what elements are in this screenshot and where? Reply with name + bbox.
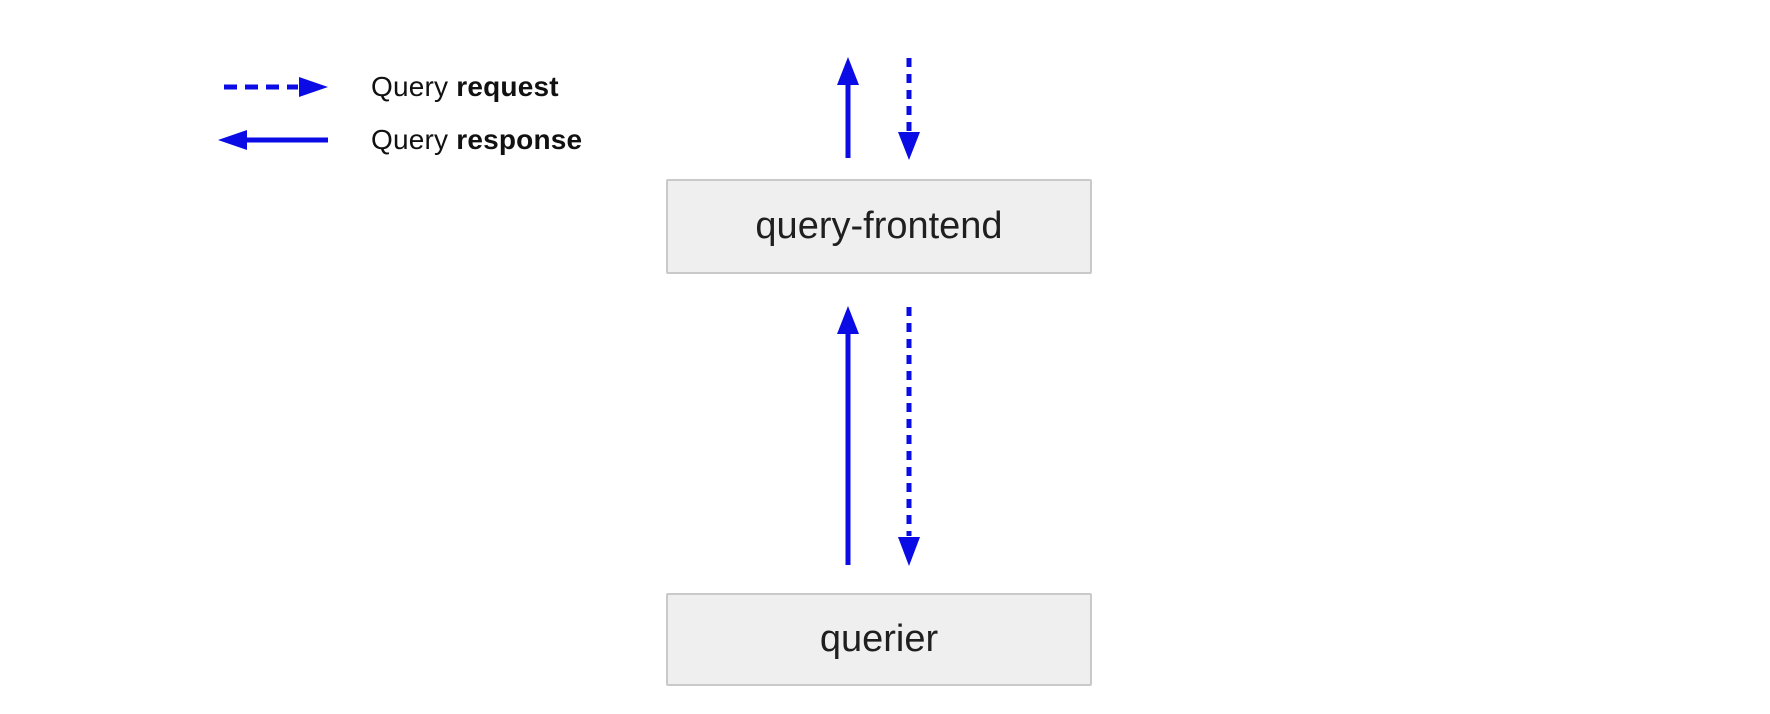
- dashed-right-arrow-icon: [224, 77, 328, 97]
- up-arrowhead-icon: [837, 57, 859, 85]
- up-arrowhead-icon: [837, 306, 859, 334]
- solid-left-arrow-icon: [218, 130, 328, 150]
- node-querier-label: querier: [819, 618, 939, 660]
- node-querier: querier: [666, 593, 1092, 686]
- edge-response-up-middle: [837, 306, 859, 565]
- edge-request-down-middle: [898, 307, 920, 566]
- down-arrowhead-icon: [898, 537, 920, 566]
- legend: Query request Query response: [218, 70, 582, 157]
- legend-left-arrowhead-icon: [218, 130, 247, 150]
- legend-label-bold: request: [456, 71, 559, 102]
- node-query-frontend-label: query-frontend: [755, 205, 1003, 247]
- legend-item-query-response: Query response: [218, 123, 582, 157]
- legend-right-arrowhead-icon: [299, 77, 328, 97]
- legend-label-prefix: Query: [371, 124, 457, 155]
- legend-label-prefix: Query: [371, 71, 457, 102]
- legend-label-request: Query request: [371, 71, 559, 103]
- node-query-frontend: query-frontend: [666, 179, 1092, 274]
- edge-request-down-top: [898, 58, 920, 160]
- legend-item-query-request: Query request: [218, 70, 582, 104]
- down-arrowhead-icon: [898, 132, 920, 160]
- legend-label-response: Query response: [371, 124, 582, 156]
- legend-label-bold: response: [456, 124, 583, 155]
- edge-response-up-top: [837, 57, 859, 158]
